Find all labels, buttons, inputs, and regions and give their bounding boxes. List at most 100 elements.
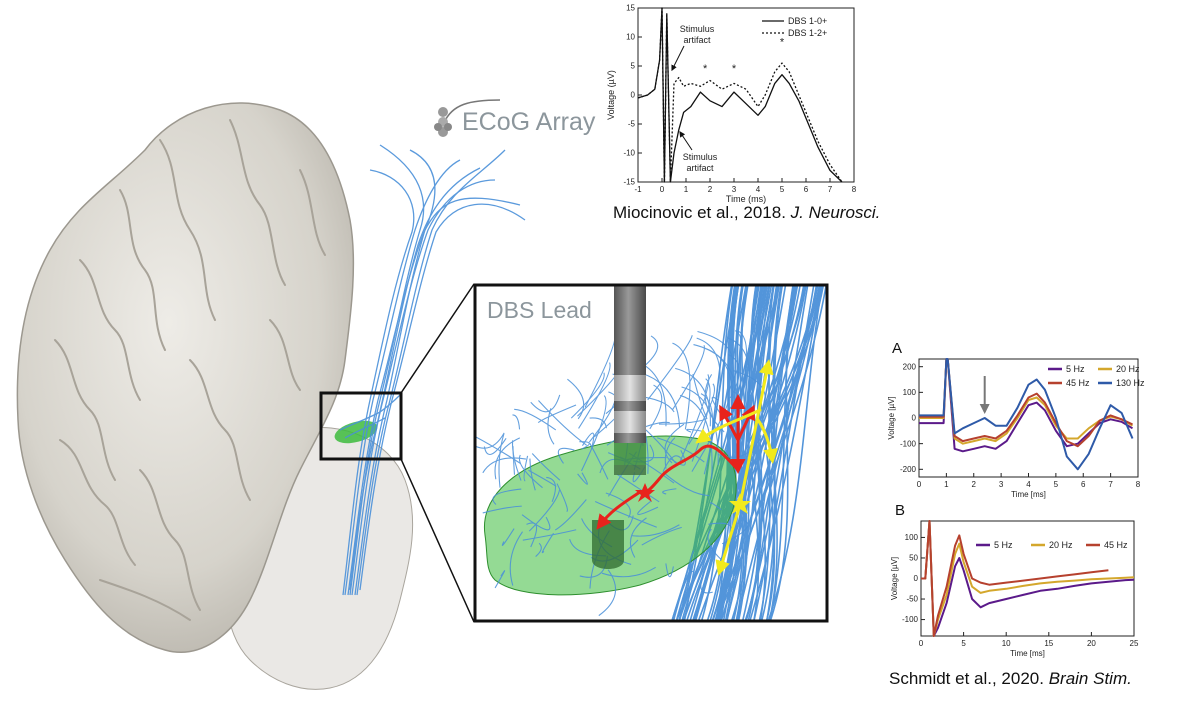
citation-top-authors: Miocinovic et al., 2018. [613,203,791,222]
fine-fiber [662,488,677,495]
fine-fiber [570,372,605,419]
x-axis-label: Time [ms] [1011,490,1046,499]
zoom-connector-top [400,283,475,394]
fine-fiber [671,345,705,411]
fine-fiber [697,330,733,365]
citation-bottom: Schmidt et al., 2020. Brain Stim. [889,669,1132,689]
legend-label: 5 Hz [1066,364,1085,374]
x-tick-label: 5 [780,185,785,194]
series-line-dbs-1-2- [637,7,843,183]
fine-fiber [511,440,522,481]
fine-fiber [494,437,521,480]
y-tick-label: 0 [912,414,917,423]
citation-top: Miocinovic et al., 2018. J. Neurosci. [613,203,880,223]
fine-fiber [658,418,706,425]
fine-fiber [577,472,588,485]
fine-fiber [616,473,660,503]
annotation-stimulus-artifact-bottom: artifact [686,163,714,173]
fine-fiber [482,457,527,474]
y-tick-label: -5 [628,120,636,129]
fine-fiber [514,408,557,431]
legend-label: 130 Hz [1116,378,1145,388]
fine-fiber [672,342,691,430]
fine-fiber [649,384,663,430]
annotation-stimulus-artifact-top: artifact [683,35,711,45]
x-tick-label: 20 [1087,639,1096,648]
fine-fiber [482,505,522,514]
legend-label: 45 Hz [1104,540,1128,550]
y-tick-label: 0 [914,574,919,583]
x-axis-label: Time [ms] [1010,649,1045,658]
fine-fiber [733,370,766,403]
fine-fiber [535,542,542,557]
fine-fiber [662,471,710,497]
fine-fiber [696,337,721,398]
tract-fiber [769,285,797,621]
fine-fiber [605,492,631,518]
fine-fiber [483,437,507,455]
x-tick-label: 6 [804,185,809,194]
fine-fiber [521,514,551,531]
fine-fiber [512,414,521,430]
x-tick-label: 4 [1026,480,1031,489]
legend-label: 45 Hz [1066,378,1090,388]
significance-asterisk: * [732,63,737,75]
antidromic-origin-star [635,483,655,502]
fine-fiber [664,423,685,464]
fine-fiber [541,532,555,554]
fine-fiber [693,344,738,397]
ecog-array-label: ECoG Array [462,108,596,136]
zoom-region-box [319,391,403,461]
fine-fiber [529,458,536,491]
orthodromic-activation-path [695,359,779,576]
x-tick-label: 1 [944,480,949,489]
fine-fiber [641,526,682,546]
citation-top-journal: J. Neurosci. [790,203,881,222]
fine-fiber [629,517,647,558]
fine-fiber [662,455,684,472]
fine-fiber [578,362,611,429]
zoom-connector-bottom [400,458,475,623]
fine-fiber [523,455,529,482]
fine-fiber [637,500,659,515]
annotation-arrow [671,45,685,72]
fine-fiber [557,447,575,464]
x-axis-label: Time (ms) [726,194,766,204]
fine-fiber [665,563,674,578]
fine-fiber [501,528,515,546]
x-tick-label: 8 [1136,480,1141,489]
x-tick-label: 6 [1081,480,1086,489]
dbs-zoom-inset: DBS Lead [473,283,829,623]
legend-label: 20 Hz [1049,540,1073,550]
x-tick-label: 3 [999,480,1004,489]
y-tick-label: -100 [902,615,919,624]
y-tick-label: 50 [909,554,918,563]
fine-fiber [546,476,557,503]
fine-fiber [594,501,657,528]
tract-fiber [722,285,762,621]
y-tick-label: 100 [905,533,919,542]
fine-fiber [567,378,585,420]
fine-fiber [554,499,587,531]
fine-fiber [531,453,561,481]
x-tick-label: 3 [732,185,737,194]
fine-fiber [518,454,543,489]
citation-bottom-journal: Brain Stim. [1048,669,1132,688]
x-tick-label: 1 [684,185,689,194]
zoom-fine-fibers [475,330,766,617]
legend-label: 20 Hz [1116,364,1140,374]
y-tick-label: -15 [623,178,635,187]
y-tick-label: 0 [631,91,636,100]
y-tick-label: 5 [631,62,636,71]
dbs-lead-label: DBS Lead [487,297,592,323]
y-tick-label: 15 [626,4,635,13]
y-axis-label: Voltage [µV] [887,396,896,439]
fine-fiber [509,531,523,586]
fine-fiber [547,408,555,445]
ecog-array-icon [434,99,501,137]
x-tick-label: 4 [756,185,761,194]
fine-fiber [710,502,722,511]
